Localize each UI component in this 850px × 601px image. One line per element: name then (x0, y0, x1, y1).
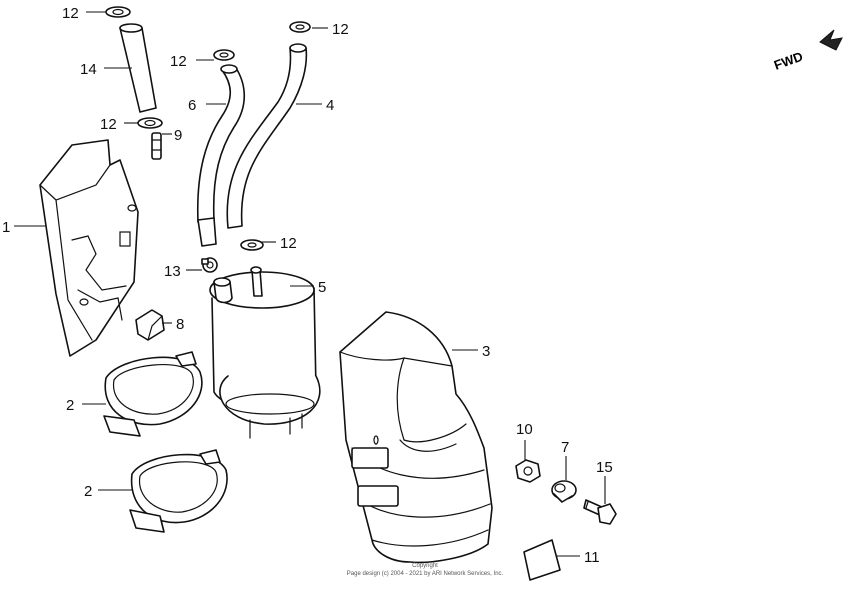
part-15-bolt (583, 499, 617, 525)
part-1-bracket (39, 139, 139, 357)
callout-12-e: 12 (280, 235, 297, 252)
part-2-band-lower (129, 449, 228, 533)
callout-15: 15 (596, 459, 613, 476)
part-11-label (523, 539, 561, 581)
callout-12-b: 12 (100, 116, 117, 133)
callout-12-d: 12 (332, 21, 349, 38)
copyright-line-1: Copyright (412, 563, 438, 569)
part-12-clip-top (105, 6, 131, 18)
part-14-tube (119, 23, 157, 113)
part-12-clip-mid (137, 117, 163, 129)
callout-14: 14 (80, 61, 97, 78)
part-13-clamp (201, 257, 218, 273)
callout-2-a: 2 (66, 397, 74, 414)
part-2-band-upper (103, 351, 203, 437)
callout-9: 9 (174, 127, 182, 144)
callout-8: 8 (176, 316, 184, 333)
callout-1: 1 (2, 219, 10, 236)
callout-13: 13 (164, 263, 181, 280)
part-12-clip-left (213, 49, 235, 61)
copyright-block: Copyright Page design (c) 2004 - 2021 by… (347, 563, 504, 577)
part-5-canister (209, 266, 321, 439)
part-3-housing (339, 311, 493, 564)
callout-4: 4 (326, 97, 334, 114)
part-12-clip-lower (240, 239, 264, 251)
arrow-head-icon (819, 29, 843, 51)
callout-5: 5 (318, 279, 326, 296)
callout-11: 11 (584, 549, 600, 566)
callout-12-c: 12 (170, 53, 187, 70)
part-9-fitting (151, 132, 162, 160)
fwd-label: FWD (772, 49, 805, 73)
callout-7: 7 (561, 439, 569, 456)
fwd-arrow: FWD (772, 29, 843, 73)
part-6-hose (196, 64, 246, 247)
part-10-nut (515, 459, 541, 483)
callout-10: 10 (516, 421, 533, 438)
callouts: 12 14 12 9 12 6 12 4 1 12 13 5 8 3 2 2 1… (2, 5, 613, 566)
callout-2-b: 2 (84, 483, 92, 500)
part-12-clip-right (289, 21, 311, 33)
callout-12-a: 12 (62, 5, 79, 22)
part-7-grommet (551, 480, 577, 503)
callout-3: 3 (482, 343, 490, 360)
part-4-hose (226, 43, 308, 229)
copyright-line-2: Page design (c) 2004 - 2021 by ARI Netwo… (347, 571, 504, 577)
part-8-pad (135, 309, 165, 341)
callout-6: 6 (188, 97, 196, 114)
leader-lines (14, 11, 606, 557)
